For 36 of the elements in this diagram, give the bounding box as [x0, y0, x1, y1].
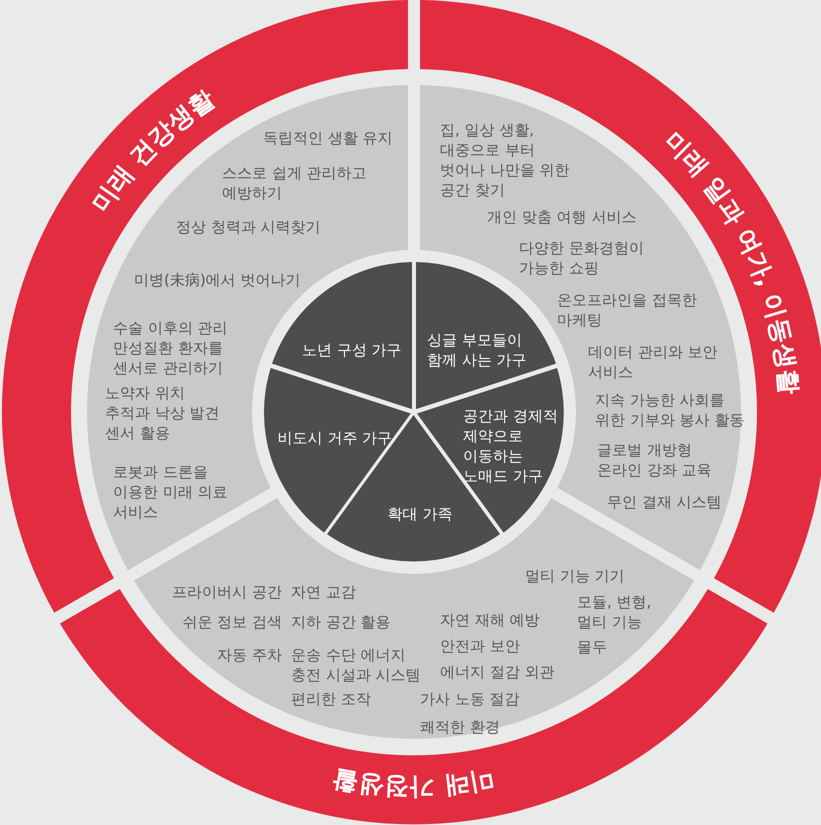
item-label: 몰두 — [576, 636, 607, 657]
item-label: 운송 수단 에너지 충전 시설과 시스템 — [290, 644, 421, 685]
item-label: 가사 노동 절감 — [420, 688, 520, 709]
item-label: 멀티 기능 기기 — [524, 566, 625, 586]
item-label: 정상 청력과 시력찾기 — [176, 216, 321, 237]
item-label: 쉬운 정보 검색 — [182, 612, 282, 632]
slice-label: 싱글 부모들이 함께 사는 가구 — [426, 330, 527, 370]
item-label: 온오프라인을 접목한 마케팅 — [556, 290, 697, 330]
item-label: 프라이버시 공간 — [172, 582, 282, 602]
item-label: 지속 가능한 사회를 위한 기부와 봉사 활동 — [594, 390, 744, 430]
item-label: 스스로 쉽게 관리하고 예방하기 — [222, 162, 367, 203]
item-label: 글로벌 개방형 온라인 강좌 교육 — [596, 440, 712, 480]
item-label: 로봇과 드론을 이용한 미래 의료 서비스 — [112, 462, 228, 522]
item-label: 독립적인 생활 유지 — [262, 128, 393, 148]
slice-label: 비도시 거주 가구 — [278, 428, 392, 448]
item-label: 다양한 문화경험이 가능한 쇼핑 — [518, 238, 644, 278]
item-label: 자동 주차 — [217, 644, 282, 665]
ring-title: 미래 가정생활 — [331, 764, 497, 802]
item-label: 편리한 조작 — [290, 688, 371, 709]
item-label: 쾌적한 환경 — [420, 716, 500, 737]
item-label: 에너지 절감 외관 — [440, 662, 555, 682]
slice-label: 확대 가족 — [388, 504, 452, 524]
item-label: 미병(未病)에서 벗어나기 — [134, 270, 300, 290]
item-label: 자연 교감 — [290, 582, 356, 602]
item-label: 데이터 관리와 보안 서비스 — [588, 342, 718, 382]
slice-label: 공간과 경제적 제약으로 이동하는 노매드 가구 — [462, 406, 558, 486]
slice-label: 노년 구성 가구 — [302, 340, 402, 360]
item-label: 안전과 보안 — [440, 636, 520, 656]
item-label: 노약자 위치 추적과 낙상 발견 센서 활용 — [104, 382, 220, 443]
item-label: 자연 재해 예방 — [440, 610, 540, 630]
item-label: 수술 이후의 관리 만성질환 환자를 센서로 관리하기 — [112, 318, 228, 378]
item-label: 지하 공간 활용 — [290, 612, 391, 632]
item-label: 모듈, 변형, 멀티 기능 — [576, 592, 652, 632]
item-label: 무인 결재 시스템 — [606, 492, 722, 512]
item-label: 집, 일상 생활, 대중으로 부터 벗어나 나만을 위한 공간 찾기 — [440, 120, 570, 200]
item-label: 개인 맞춤 여행 서비스 — [486, 206, 636, 227]
